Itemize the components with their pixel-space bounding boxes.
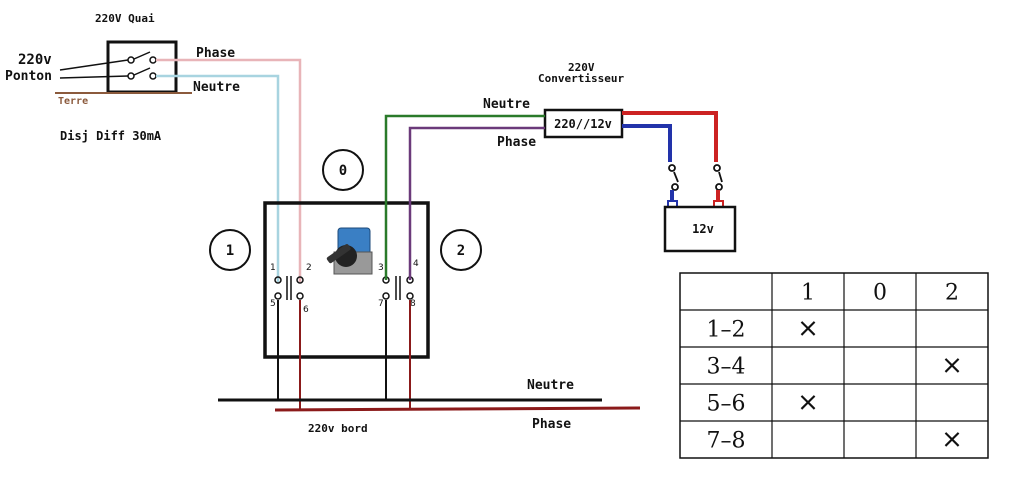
phase-pink-wire xyxy=(156,58,302,282)
table-mark: × xyxy=(941,351,963,381)
ponton-wire-1 xyxy=(59,59,129,71)
terminal-8-label: 8 xyxy=(410,299,416,309)
conv-name-label: Convertisseur xyxy=(538,72,624,85)
neutre-top-label: Neutre xyxy=(193,80,240,95)
terminal-1-label: 1 xyxy=(270,263,276,273)
contacts-3-4-7-8 xyxy=(382,276,414,300)
conv-volt-label: 220V xyxy=(568,61,595,74)
phase-conv-label: Phase xyxy=(497,135,536,150)
neutre-bus-label: Neutre xyxy=(527,378,574,393)
neutre-lightblue-wire xyxy=(156,74,280,282)
battery-box xyxy=(663,205,737,253)
quai-title: 220V Quai xyxy=(95,12,155,25)
neutre-green-wire xyxy=(384,114,545,280)
table-row-label: 3–4 xyxy=(707,355,746,380)
converter-box xyxy=(543,108,624,139)
table-row-label: 7–8 xyxy=(707,429,746,454)
converter-box-label: 220//12v xyxy=(554,117,612,131)
breaker-contact xyxy=(127,56,135,64)
ponton-name-label: Ponton xyxy=(5,69,52,84)
dc-negative-wire xyxy=(622,124,672,162)
terre-label: Terre xyxy=(58,96,88,107)
table-border xyxy=(679,272,989,459)
truth-table: 1 0 2 1–2 × 3–4 × 5–6 × 7–8 × xyxy=(679,272,989,459)
table-header-cell: 0 xyxy=(873,281,887,306)
table-mark: × xyxy=(797,314,819,344)
table-mark: × xyxy=(797,388,819,418)
rotary-switch-icon xyxy=(326,227,373,275)
terminal-5-label: 5 xyxy=(270,299,276,309)
breaker-box xyxy=(106,40,178,94)
breaker-contact xyxy=(149,72,157,80)
ponton-volt-label: 220v xyxy=(18,52,52,68)
battery-label: 12v xyxy=(692,222,714,236)
ponton-wire-2 xyxy=(59,75,129,79)
breaker-contact xyxy=(127,72,135,80)
table-row-label: 5–6 xyxy=(707,392,746,417)
position-0-label: 0 xyxy=(339,163,347,179)
phase-top-label: Phase xyxy=(196,46,235,61)
phase-bus xyxy=(274,406,641,412)
table-header-cell: 2 xyxy=(945,281,959,306)
position-0-circle xyxy=(322,149,364,191)
breaker-lever xyxy=(133,67,151,76)
dc-switches xyxy=(668,164,723,191)
table-row-label: 1–2 xyxy=(707,318,746,343)
terminal-7-label: 7 xyxy=(378,299,384,309)
position-2-circle xyxy=(440,229,482,271)
terminal-2-label: 2 xyxy=(306,263,312,273)
selector-switch-box xyxy=(263,201,430,359)
table-mark: × xyxy=(941,425,963,455)
neutre-conv-label: Neutre xyxy=(483,97,530,112)
terminal-6-label: 6 xyxy=(303,305,309,315)
breaker-contact xyxy=(149,56,157,64)
breaker-lever xyxy=(133,51,151,60)
terminal-4-label: 4 xyxy=(413,259,419,269)
phase-purple-wire xyxy=(408,126,545,280)
position-1-label: 1 xyxy=(226,243,234,259)
disj-label: Disj Diff 30mA xyxy=(60,129,162,143)
phase-bus-label: Phase xyxy=(532,417,571,432)
dc-positive-wire xyxy=(622,111,718,162)
position-1-circle xyxy=(209,229,251,271)
bord-label: 220v bord xyxy=(308,422,368,435)
terminal-3-label: 3 xyxy=(378,263,384,273)
table-header-cell: 1 xyxy=(801,281,815,306)
position-2-label: 2 xyxy=(457,243,465,259)
contacts-1-2-5-6 xyxy=(274,276,304,300)
